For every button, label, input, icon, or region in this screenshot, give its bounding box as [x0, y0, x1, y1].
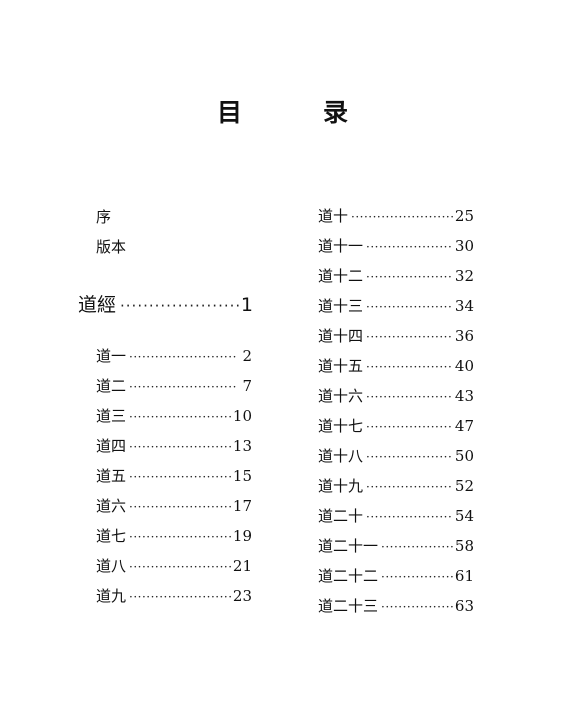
toc-entry[interactable]: 道十四 36	[318, 325, 474, 345]
toc-entry-label: 道五	[96, 467, 127, 485]
toc-entry[interactable]: 道二十二 61	[318, 565, 474, 585]
toc-entry-label: 道十九	[318, 477, 364, 495]
toc-entry[interactable]: 道十五 40	[318, 355, 474, 375]
toc-entry[interactable]: 道六 17	[96, 495, 252, 515]
toc-entry-page: 61	[454, 567, 474, 585]
toc-entry-label: 道十四	[318, 327, 364, 345]
toc-entry[interactable]: 道二十一 58	[318, 535, 474, 555]
toc-entry[interactable]: 道二 7	[96, 375, 252, 395]
toc-entry-label: 道十	[318, 207, 349, 225]
toc-entry[interactable]: 道三 10	[96, 405, 252, 425]
toc-entry-page: 50	[454, 447, 474, 465]
dot-leader	[366, 420, 453, 434]
toc-entry-page: 13	[232, 437, 252, 455]
toc-entry-page: 43	[454, 387, 474, 405]
toc-entry-label: 道九	[96, 587, 127, 605]
dot-leader	[129, 410, 231, 424]
toc-entry-page: 32	[454, 267, 474, 285]
toc-entry-page: 63	[454, 597, 474, 615]
toc-entry-label: 道十六	[318, 387, 364, 405]
toc-entry-page: 36	[454, 327, 474, 345]
dot-leader	[129, 500, 231, 514]
toc-entry[interactable]: 道十一 30	[318, 235, 474, 255]
toc-entry-page: 2	[242, 347, 252, 365]
front-matter-edition[interactable]: 版本	[96, 238, 127, 256]
section-label: 道經	[78, 294, 117, 316]
toc-entry[interactable]: 道十八 50	[318, 445, 474, 465]
toc-entry[interactable]: 道一 2	[96, 345, 252, 365]
toc-entry-label: 道六	[96, 497, 127, 515]
toc-entry-label: 道二十三	[318, 597, 379, 615]
dot-leader	[381, 570, 453, 584]
toc-entry-page: 54	[454, 507, 474, 525]
toc-entry-label: 道二十	[318, 507, 364, 525]
dot-leader	[129, 440, 231, 454]
dot-leader	[366, 270, 453, 284]
dot-leader	[366, 510, 453, 524]
toc-entry-page: 7	[242, 377, 252, 395]
toc-entry-label: 道二	[96, 377, 127, 395]
toc-entry-page: 25	[454, 207, 474, 225]
dot-leader	[129, 470, 231, 484]
toc-entry-page: 30	[454, 237, 474, 255]
toc-entry-page: 10	[232, 407, 252, 425]
dot-leader	[129, 590, 231, 604]
dot-leader	[366, 390, 453, 404]
toc-entry-page: 40	[454, 357, 474, 375]
dot-leader	[366, 330, 453, 344]
toc-entry-page: 52	[454, 477, 474, 495]
toc-entry-page: 23	[232, 587, 252, 605]
toc-entry[interactable]: 道九 23	[96, 585, 252, 605]
section-page: 1	[240, 294, 253, 316]
toc-entry-page: 47	[454, 417, 474, 435]
toc-entry[interactable]: 道二十三 63	[318, 595, 474, 615]
toc-entry[interactable]: 道七 19	[96, 525, 252, 545]
dot-leader	[381, 540, 453, 554]
toc-entry-page: 58	[454, 537, 474, 555]
toc-entry-label: 道二十二	[318, 567, 379, 585]
toc-entry-label: 道十五	[318, 357, 364, 375]
dot-leader	[366, 480, 453, 494]
toc-entry-label: 道十八	[318, 447, 364, 465]
toc-entry[interactable]: 道二十 54	[318, 505, 474, 525]
toc-entry-label: 道十二	[318, 267, 364, 285]
toc-entry-label: 道十三	[318, 297, 364, 315]
front-matter-preface[interactable]: 序	[96, 208, 112, 226]
page-title: 目 录	[216, 98, 376, 127]
toc-entry[interactable]: 道十三 34	[318, 295, 474, 315]
toc-entry[interactable]: 道十二 32	[318, 265, 474, 285]
toc-entry-label: 道四	[96, 437, 127, 455]
toc-entry-label: 道十七	[318, 417, 364, 435]
toc-section-daojing[interactable]: 道經 1	[78, 290, 253, 317]
toc-entry-label: 道七	[96, 527, 127, 545]
dot-leader	[366, 240, 453, 254]
toc-entry[interactable]: 道十六 43	[318, 385, 474, 405]
toc-entry-label: 道八	[96, 557, 127, 575]
toc-entry[interactable]: 道四 13	[96, 435, 252, 455]
toc-entry-page: 21	[232, 557, 252, 575]
dot-leader	[351, 210, 453, 224]
dot-leader	[120, 297, 239, 315]
dot-leader	[129, 380, 236, 394]
dot-leader	[129, 350, 236, 364]
toc-entry-page: 34	[454, 297, 474, 315]
toc-entry-page: 15	[232, 467, 252, 485]
toc-entry-label: 道二十一	[318, 537, 379, 555]
toc-entry-label: 道十一	[318, 237, 364, 255]
toc-entry-page: 19	[232, 527, 252, 545]
dot-leader	[366, 300, 453, 314]
dot-leader	[366, 450, 453, 464]
dot-leader	[381, 600, 453, 614]
toc-entry[interactable]: 道十 25	[318, 205, 474, 225]
toc-entry[interactable]: 道八 21	[96, 555, 252, 575]
toc-entry-page: 17	[232, 497, 252, 515]
toc-entry-label: 道一	[96, 347, 127, 365]
dot-leader	[129, 530, 231, 544]
dot-leader	[366, 360, 453, 374]
dot-leader	[129, 560, 231, 574]
toc-entry-label: 道三	[96, 407, 127, 425]
toc-entry[interactable]: 道十九 52	[318, 475, 474, 495]
toc-entry[interactable]: 道十七 47	[318, 415, 474, 435]
toc-entry[interactable]: 道五 15	[96, 465, 252, 485]
